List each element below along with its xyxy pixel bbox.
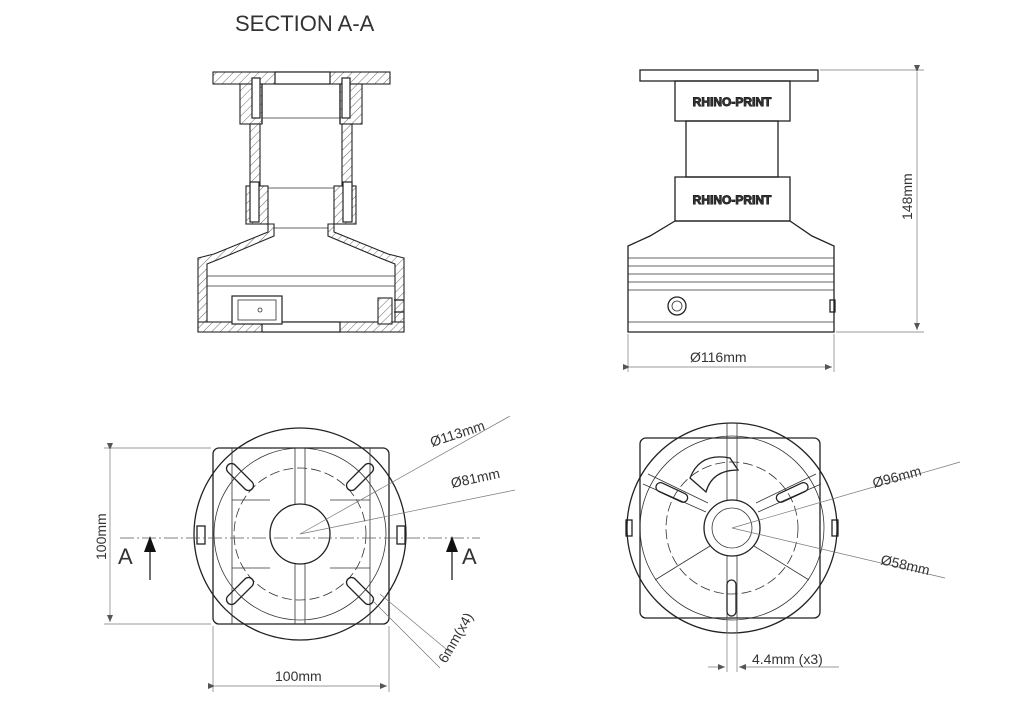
side-view: RHINO-PRINT RHINO-PRINT 148mm Ø116mm xyxy=(623,65,924,372)
dim-depth-label: 100mm xyxy=(93,513,109,560)
section-marker-right: A xyxy=(462,544,477,569)
dim-bottom-inner-label: Ø58mm xyxy=(879,551,931,578)
dim-body-diameter-label: Ø116mm xyxy=(690,349,747,365)
dim-outer-diameter-label: Ø113mm xyxy=(428,417,487,450)
connector-port xyxy=(667,296,687,316)
section-title: SECTION A-A xyxy=(235,11,375,36)
section-view: SECTION A-A xyxy=(197,11,405,333)
logo-lower: RHINO-PRINT xyxy=(693,193,772,207)
logo-upper: RHINO-PRINT xyxy=(693,95,772,109)
dim-bolt-circle-label: Ø81mm xyxy=(449,465,501,491)
section-marker-left: A xyxy=(118,544,133,569)
dim-slot-size-label: 4.4mm (x3) xyxy=(752,651,823,667)
dim-bottom-outer-label: Ø96mm xyxy=(871,463,923,491)
bottom-view: Ø96mm Ø58mm 4.4mm (x3) xyxy=(625,422,961,672)
top-view: A A Ø113mm Ø81mm 6mm(x4) 100mm 100mm xyxy=(93,415,516,692)
dim-hole-size-label: 6mm(x4) xyxy=(435,610,476,666)
dim-height-label: 148mm xyxy=(899,173,915,220)
dim-width-label: 100mm xyxy=(275,668,322,684)
